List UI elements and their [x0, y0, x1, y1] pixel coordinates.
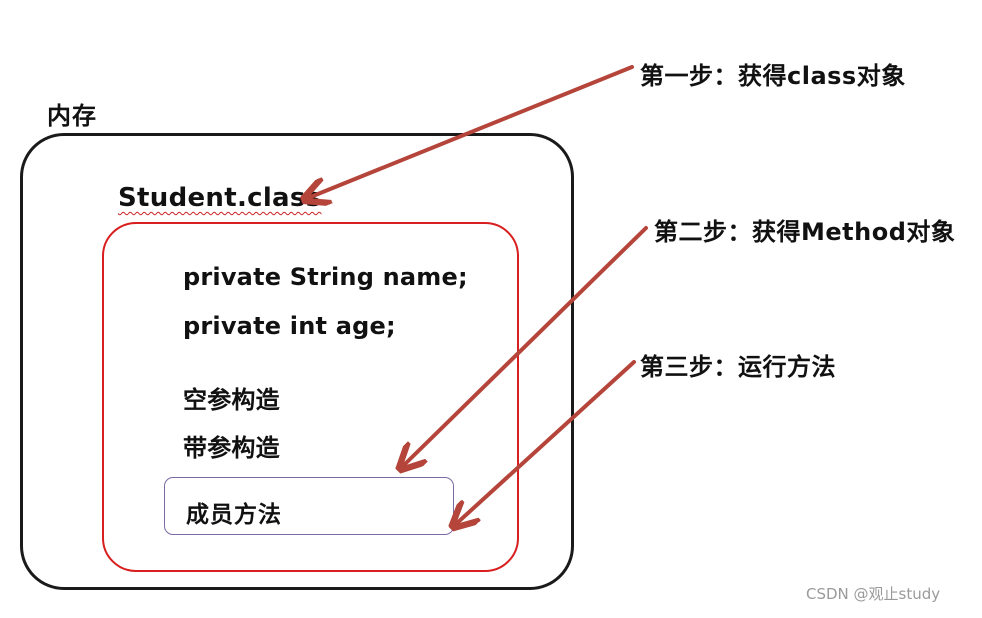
- class-label: Student.class: [118, 183, 322, 213]
- field-name: private String name;: [183, 263, 468, 291]
- method-label: 成员方法: [186, 502, 282, 528]
- field-age: private int age;: [183, 312, 396, 340]
- arrow-step-2: [403, 226, 648, 466]
- memory-box: [20, 133, 574, 590]
- step-2-label: 第二步：获得Method对象: [654, 218, 956, 246]
- memory-label: 内存: [47, 102, 97, 130]
- constructor-with-args: 带参构造: [183, 434, 280, 462]
- arrow-step-3: [456, 360, 636, 524]
- arrow-step-1: [308, 65, 634, 198]
- constructor-no-arg: 空参构造: [183, 386, 280, 414]
- step-1-label: 第一步：获得class对象: [640, 62, 906, 90]
- step-3-label: 第三步：运行方法: [640, 353, 836, 381]
- watermark: CSDN @观止study: [806, 585, 941, 603]
- class-box: [102, 222, 519, 572]
